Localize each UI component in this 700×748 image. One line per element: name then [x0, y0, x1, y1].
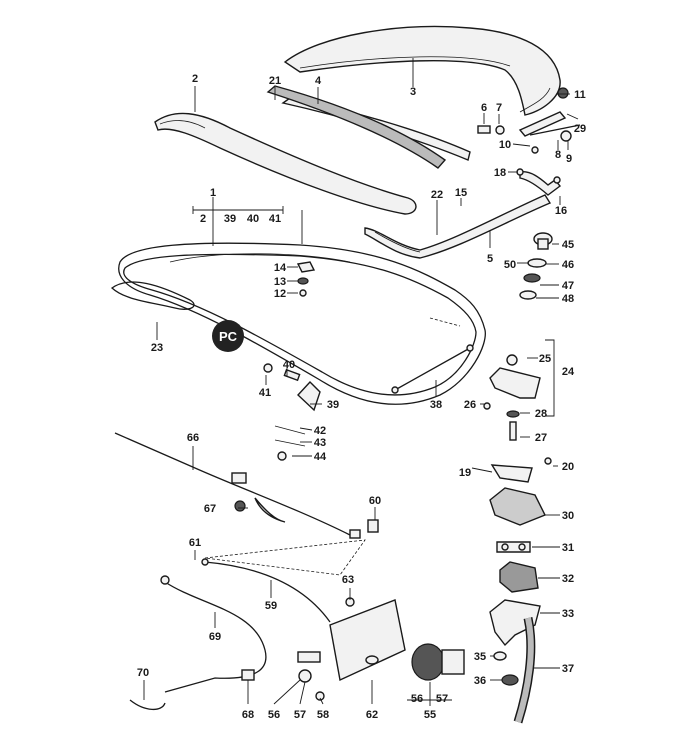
- part-55-motor: [411, 643, 465, 681]
- callout-43: 43: [314, 437, 326, 449]
- part-21-seal-strip: [266, 85, 447, 169]
- callout-22: 22: [431, 189, 443, 201]
- callout-48: 48: [562, 293, 574, 305]
- callout-63: 63: [342, 574, 354, 586]
- callout-41: 41: [259, 387, 271, 399]
- parts-35-36: [493, 651, 519, 686]
- callout-24: 24: [562, 366, 575, 378]
- callout-1: 1: [210, 187, 216, 199]
- callout-28: 28: [535, 408, 547, 420]
- callout-38: 38: [430, 399, 442, 411]
- callout-2: 2: [192, 73, 198, 85]
- callout-62: 62: [366, 709, 378, 721]
- part-66-cable: [114, 432, 379, 539]
- callout-44: 44: [314, 451, 327, 463]
- callout-66: 66: [187, 432, 199, 444]
- parts-19-20: [490, 457, 552, 483]
- callout-5: 5: [487, 253, 493, 265]
- callout-55: 55: [424, 709, 436, 721]
- callout-40: 40: [283, 359, 295, 371]
- callout-15: 15: [455, 187, 467, 199]
- callout-9: 9: [566, 153, 572, 165]
- callout-56-sub: 56: [411, 693, 423, 705]
- part-33-bracket: [489, 599, 541, 647]
- part-5-lower-seal: [364, 194, 552, 259]
- callout-8: 8: [555, 149, 561, 161]
- callout-19: 19: [459, 467, 471, 479]
- callout-12: 12: [274, 288, 286, 300]
- part-38-rod: [391, 344, 474, 394]
- part-2-trim-strip: [154, 112, 417, 215]
- callout-59: 59: [265, 600, 277, 612]
- callout-4: 4: [315, 75, 322, 87]
- callout-46: 46: [562, 259, 574, 271]
- callout-61: 61: [189, 537, 201, 549]
- callout-3: 3: [410, 86, 416, 98]
- callout-labels: 2 21 4 3 6 7 11 29 10 8 9 18 1 22 15 16 …: [137, 73, 586, 721]
- callout-69: 69: [209, 631, 221, 643]
- callout-29: 29: [574, 123, 586, 135]
- callout-57-sub: 57: [436, 693, 448, 705]
- callout-37: 37: [562, 663, 574, 675]
- leader-lines: [143, 58, 579, 706]
- part-3-cover: [283, 25, 561, 116]
- callout-58: 58: [317, 709, 329, 721]
- callout-30: 30: [562, 510, 574, 522]
- part-31-clip: [496, 541, 531, 553]
- logo-text: PC: [219, 329, 238, 344]
- part-30-handle: [489, 487, 546, 526]
- callout-11: 11: [574, 89, 586, 101]
- callout-20: 20: [562, 461, 574, 473]
- callout-39-sub: 39: [224, 213, 236, 225]
- callout-50: 50: [504, 259, 516, 271]
- callout-21: 21: [269, 75, 281, 87]
- callout-32: 32: [562, 573, 574, 585]
- part-62-plate: [329, 597, 406, 682]
- lower-cables: [129, 539, 366, 711]
- callout-23: 23: [151, 342, 163, 354]
- callout-60: 60: [369, 495, 381, 507]
- part-1-lid-frame: [118, 242, 486, 405]
- lock-assembly-24: [483, 354, 541, 441]
- callout-68: 68: [242, 709, 254, 721]
- parts-12-14: [296, 261, 316, 297]
- part-23-cable: [110, 281, 195, 310]
- callout-13: 13: [274, 276, 286, 288]
- callout-39: 39: [327, 399, 339, 411]
- callout-33: 33: [562, 608, 574, 620]
- callout-42: 42: [314, 425, 326, 437]
- hinge-hardware: [477, 87, 581, 154]
- parts-45-50-stack: [519, 232, 553, 300]
- callout-14: 14: [274, 262, 287, 274]
- callout-2-sub: 2: [200, 213, 206, 225]
- callout-70: 70: [137, 667, 149, 679]
- callout-47: 47: [562, 280, 574, 292]
- callout-67: 67: [204, 503, 216, 515]
- callout-18: 18: [494, 167, 506, 179]
- callout-31: 31: [562, 542, 574, 554]
- parts-39-44: [263, 363, 321, 461]
- callout-57: 57: [294, 709, 306, 721]
- part-16-bracket: [516, 168, 562, 196]
- callout-45: 45: [562, 239, 574, 251]
- callout-27: 27: [535, 432, 547, 444]
- callout-26: 26: [464, 399, 476, 411]
- callout-36: 36: [474, 675, 486, 687]
- callout-10: 10: [499, 139, 511, 151]
- parts-56-58-68: [241, 651, 325, 701]
- callout-16: 16: [555, 205, 567, 217]
- callout-35: 35: [474, 651, 486, 663]
- porsche-logo: PC: [212, 320, 244, 352]
- callout-6: 6: [481, 102, 487, 114]
- part-32-latch: [499, 561, 539, 593]
- callout-40-sub: 40: [247, 213, 259, 225]
- part-37-hose: [513, 617, 536, 724]
- callout-7: 7: [496, 102, 502, 114]
- callout-25: 25: [539, 353, 551, 365]
- callout-41-sub: 41: [269, 213, 281, 225]
- callout-56: 56: [268, 709, 280, 721]
